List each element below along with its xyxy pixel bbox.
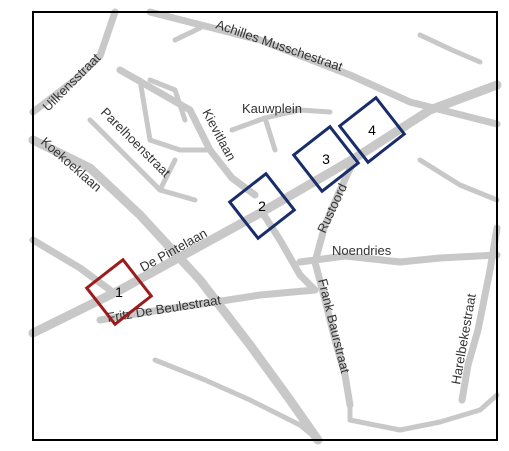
marker-1-box	[84, 257, 154, 327]
road-kauwplein	[229, 107, 333, 133]
road-west-link	[29, 236, 114, 294]
road-rustoord	[311, 154, 359, 266]
marker-4-box	[337, 95, 407, 165]
marker-1-label: 1	[115, 284, 123, 300]
road-block-north	[147, 77, 188, 123]
road-harelbeke	[458, 224, 501, 404]
road-south-loop	[152, 357, 321, 443]
road-achilles	[146, 8, 501, 128]
road-pintelaan	[28, 80, 502, 338]
map-frame	[32, 11, 498, 441]
road-block-spur	[157, 157, 178, 193]
marker-1[interactable]: 1	[84, 257, 154, 327]
label-noendries: Noendries	[332, 243, 392, 258]
marker-3-box	[291, 124, 361, 194]
road-east-spur	[417, 157, 500, 203]
label-kauwplein: Kauwplein	[242, 101, 302, 116]
road-north-east	[417, 32, 483, 65]
road-achilles-spur	[172, 25, 203, 43]
marker-3-label: 3	[322, 151, 330, 167]
road-kievit-south	[258, 208, 319, 294]
road-beulestraat	[96, 286, 319, 324]
road-kauwplein-link	[262, 115, 278, 153]
marker-4-label: 4	[368, 122, 376, 138]
marker-2[interactable]: 2	[227, 171, 297, 241]
road-block-inner	[147, 137, 213, 153]
road-block-west	[117, 67, 153, 143]
marker-4[interactable]: 4	[337, 95, 407, 165]
road-south-east	[347, 392, 500, 433]
road-koekoek	[28, 135, 323, 445]
road-noendries	[296, 251, 501, 266]
road-uilkens	[29, 8, 119, 116]
road-baur	[311, 258, 354, 409]
road-parelhoen	[87, 117, 198, 203]
marker-2-label: 2	[258, 198, 266, 214]
road-network	[28, 8, 502, 445]
markers: 1 2 3 4	[84, 95, 407, 327]
marker-2-box	[227, 171, 297, 241]
marker-3[interactable]: 3	[291, 124, 361, 194]
map-background	[33, 12, 497, 440]
